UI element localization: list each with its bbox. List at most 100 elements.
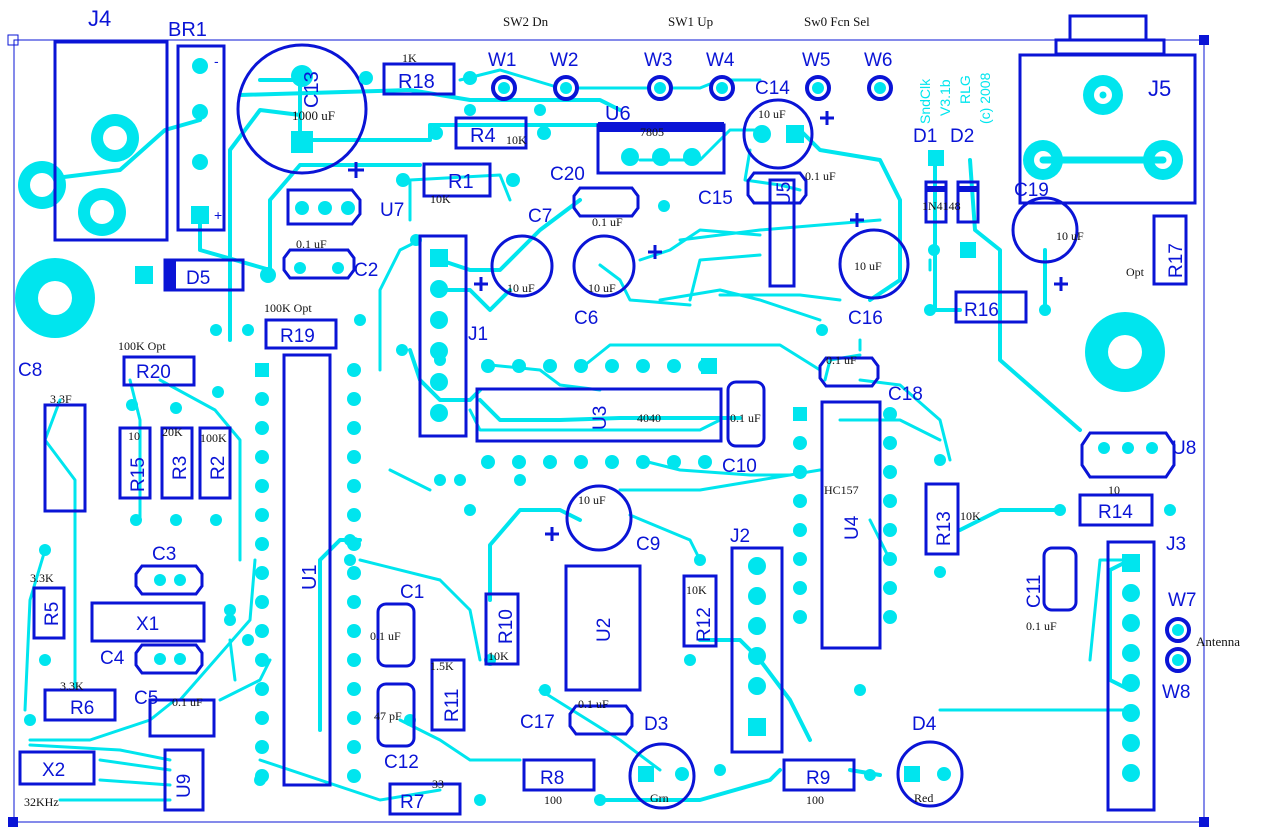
u6-part: 7805 bbox=[640, 125, 664, 139]
pad bbox=[434, 354, 446, 366]
c4-label: C4 bbox=[100, 648, 125, 669]
c18-label: C18 bbox=[888, 384, 923, 405]
j1-label: J1 bbox=[468, 324, 488, 345]
pad bbox=[464, 504, 476, 516]
r15-label: R15 bbox=[128, 457, 149, 492]
pad bbox=[883, 552, 897, 566]
c16-label: C16 bbox=[848, 308, 883, 329]
r5-label: R5 bbox=[42, 602, 63, 626]
r17-label: R17 bbox=[1166, 243, 1187, 278]
pad bbox=[793, 523, 807, 537]
r13-label: R13 bbox=[934, 511, 955, 546]
d1-d2-part: 1N4148 bbox=[922, 199, 961, 213]
pad bbox=[512, 455, 526, 469]
c16-value: 10 uF bbox=[854, 259, 882, 273]
pad bbox=[636, 359, 650, 373]
pad bbox=[347, 392, 361, 406]
c9-label: C9 bbox=[636, 534, 660, 555]
sw2-label: SW2 Dn bbox=[503, 14, 549, 29]
pad bbox=[793, 552, 807, 566]
copyright-line: (c) 2008 bbox=[977, 72, 993, 124]
pad bbox=[684, 654, 696, 666]
pad bbox=[594, 794, 606, 806]
r16-label: R16 bbox=[964, 300, 999, 321]
r1-value: 10K bbox=[430, 192, 451, 206]
pad bbox=[1054, 504, 1066, 516]
copyright-line: SndClk bbox=[917, 78, 933, 124]
u3-part: 4040 bbox=[637, 411, 661, 425]
d1-label: D1 bbox=[913, 126, 937, 147]
pad bbox=[793, 610, 807, 624]
corner-marker bbox=[7, 34, 19, 46]
pad bbox=[574, 455, 588, 469]
pad bbox=[883, 610, 897, 624]
r9-label: R9 bbox=[806, 768, 830, 789]
polarity-marks bbox=[474, 111, 1068, 541]
pad bbox=[854, 684, 866, 696]
pad bbox=[1146, 442, 1158, 454]
pad bbox=[347, 363, 361, 377]
j4-outline bbox=[53, 40, 169, 242]
copyright-block: SndClk V3.1b RLG (c) 2008 bbox=[917, 72, 993, 124]
pad bbox=[255, 653, 269, 667]
d3-value: Grn bbox=[650, 791, 669, 805]
pad bbox=[793, 407, 807, 421]
r1-label: R1 bbox=[448, 171, 474, 193]
r7-label: R7 bbox=[400, 792, 424, 813]
w3-label: W3 bbox=[644, 50, 673, 71]
c8-value: 3.3F bbox=[50, 392, 72, 406]
pad bbox=[347, 653, 361, 667]
pad bbox=[1122, 614, 1140, 632]
pad bbox=[793, 436, 807, 450]
r3-label: R3 bbox=[170, 456, 191, 480]
r2-value: 100K bbox=[200, 431, 227, 445]
r6-value: 3.3K bbox=[60, 679, 84, 693]
pad bbox=[255, 740, 269, 754]
c3-label: C3 bbox=[152, 544, 176, 565]
u6-label: U6 bbox=[605, 103, 631, 125]
wire-pads bbox=[491, 75, 1191, 673]
pad-array bbox=[24, 104, 1176, 806]
pad bbox=[481, 455, 495, 469]
c17-value: 0.1 uF bbox=[578, 697, 609, 711]
pad bbox=[224, 604, 236, 616]
pad bbox=[255, 711, 269, 725]
pad bbox=[347, 624, 361, 638]
minus-label: - bbox=[214, 53, 219, 69]
c9-value: 10 uF bbox=[578, 493, 606, 507]
pad bbox=[255, 363, 269, 377]
board-outline bbox=[13, 39, 1205, 823]
r10-label: R10 bbox=[496, 609, 517, 644]
u1-label: U1 bbox=[299, 564, 321, 590]
u5-label: U5 bbox=[774, 182, 795, 206]
pad bbox=[347, 450, 361, 464]
r12-value: 10K bbox=[686, 583, 707, 597]
pad bbox=[514, 474, 526, 486]
c7-label: C7 bbox=[528, 206, 552, 227]
plus-mark bbox=[348, 162, 364, 178]
pad bbox=[347, 682, 361, 696]
c11-value: 0.1 uF bbox=[1026, 619, 1057, 633]
pad bbox=[24, 714, 36, 726]
u2-label: U2 bbox=[594, 618, 615, 642]
pad bbox=[934, 454, 946, 466]
r6-label: R6 bbox=[70, 698, 94, 719]
pads bbox=[15, 75, 1183, 392]
pad bbox=[347, 421, 361, 435]
c15-label: C15 bbox=[698, 188, 733, 209]
pad bbox=[481, 359, 495, 373]
pad bbox=[170, 402, 182, 414]
c5-value: 0.1 uF bbox=[172, 695, 203, 709]
pad bbox=[816, 324, 828, 336]
corner-marker bbox=[1199, 35, 1209, 45]
c13-label: C13 bbox=[301, 71, 323, 108]
c2-value: 0.1 uF bbox=[296, 237, 327, 251]
pad bbox=[748, 677, 766, 695]
u1-outline bbox=[282, 353, 332, 787]
r2-label: R2 bbox=[208, 456, 229, 480]
r14-value: 10 bbox=[1108, 483, 1120, 497]
pad bbox=[210, 324, 222, 336]
pad bbox=[396, 344, 408, 356]
r13-value: 10K bbox=[960, 509, 981, 523]
pad bbox=[255, 537, 269, 551]
